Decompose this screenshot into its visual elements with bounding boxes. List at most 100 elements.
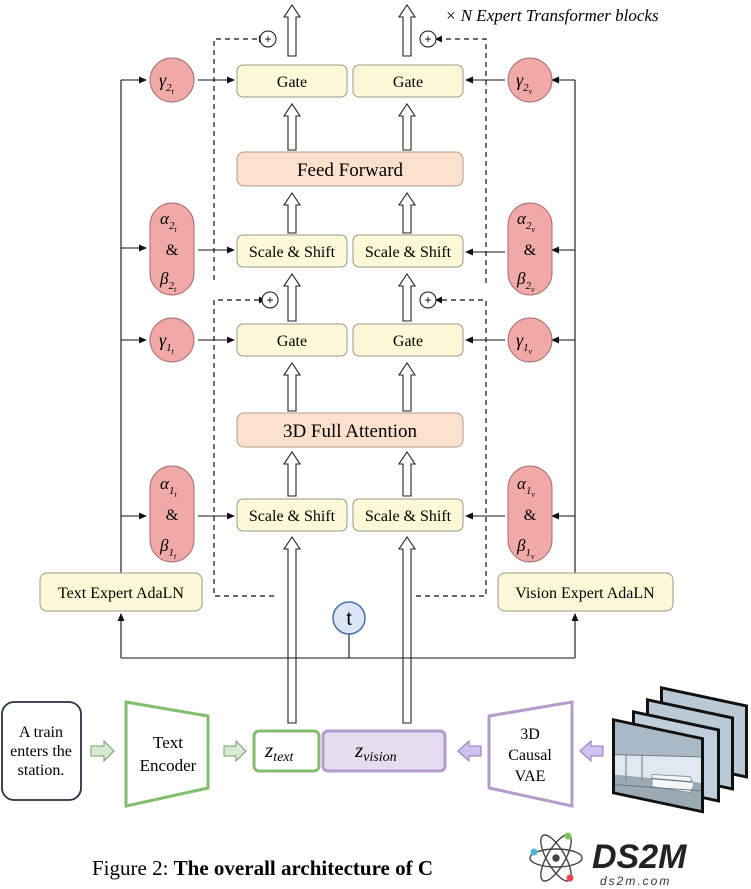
residual-add-icon: + [264, 32, 271, 46]
vae-label: Causal [508, 747, 552, 764]
gamma-2-text-node [149, 57, 195, 103]
scale-shift-text-2 [236, 234, 348, 268]
figure-caption: Figure 2: The overall architecture of C [92, 856, 433, 880]
amp-label: & [524, 242, 537, 259]
blocks-label: × N Expert Transformer blocks [445, 6, 659, 25]
watermark: DS2M ds2m.com [518, 832, 750, 889]
watermark-url: ds2m.com [600, 874, 671, 888]
alpha-2-vision-label: α2v [517, 209, 535, 234]
flow-arrow [397, 273, 417, 322]
text-encoder-label: Encoder [140, 756, 197, 775]
z-text-box [252, 729, 321, 773]
scale-shift-label: Scale & Shift [249, 244, 336, 261]
prompt-line: A train [19, 724, 63, 741]
text-adaln-label: Text Expert AdaLN [58, 585, 184, 602]
text-encoder-label: Text [153, 733, 183, 752]
residual-add-icon [419, 30, 437, 48]
gate-label: Gate [277, 333, 307, 350]
flow-arrow [397, 4, 417, 57]
residual-add-icon [419, 291, 437, 309]
gamma-1-vision-label: γ1v [516, 330, 533, 356]
gamma-1-text-label: γ1t [159, 330, 175, 356]
alpha-2-text-label: α2t [160, 209, 177, 234]
vision-adaln-label: Vision Expert AdaLN [515, 585, 655, 602]
residual-add-icon [261, 291, 279, 309]
amp-label: & [166, 507, 179, 524]
vae-label: VAE [515, 768, 546, 785]
flow-arrow [397, 451, 417, 497]
gamma-2-text-label: γ2t [159, 70, 175, 96]
vae-label: 3D [520, 726, 540, 743]
flow-arrow [397, 362, 417, 412]
gate-text-1 [236, 323, 348, 357]
alpha-beta-1-vision-node [507, 465, 553, 563]
prompt-to-encoder-arrow [90, 739, 115, 763]
attention-label: 3D Full Attention [283, 421, 418, 442]
gate-text-2 [236, 64, 348, 98]
vae-to-zvision-arrow [457, 739, 482, 763]
amp-label: & [524, 507, 537, 524]
residual-add-icon: + [424, 32, 431, 46]
watermark-logo: DS2M [592, 838, 687, 876]
prompt-line: enters the [10, 743, 72, 760]
scale-shift-vision-1 [352, 498, 464, 532]
flow-arrow [282, 451, 302, 497]
gate-vision-1 [352, 323, 464, 357]
block-boundaries [213, 38, 487, 597]
gate-vision-2 [352, 64, 464, 98]
residual-add-icon: + [266, 293, 273, 307]
gate-label: Gate [277, 74, 307, 91]
gamma-2-vision-node [507, 57, 553, 103]
scale-shift-vision-2 [352, 234, 464, 268]
ffn-right-boundary [436, 38, 487, 283]
vision-adaln-connections [465, 76, 576, 573]
vision-adaln-box [497, 572, 674, 612]
gate-label: Gate [393, 74, 423, 91]
gate-label: Gate [393, 333, 423, 350]
prompt-line: station. [18, 762, 65, 779]
text-encoder-block [124, 700, 210, 808]
beta-1-text-label: β1t [159, 536, 177, 561]
z-vision-box [321, 729, 447, 773]
beta-1-vision-label: β1v [516, 536, 535, 561]
prompt-box [1, 701, 82, 801]
scale-shift-label: Scale & Shift [365, 508, 452, 525]
alpha-beta-2-vision-node [507, 202, 553, 296]
atom-logo-icon [529, 832, 583, 882]
residual-add-icon: + [424, 293, 431, 307]
alpha-1-text-label: α1t [160, 474, 177, 499]
timestep-node [332, 601, 366, 635]
feed-forward-label: Feed Forward [297, 160, 404, 181]
alpha-beta-1-text-node [149, 465, 195, 563]
gamma-1-vision-node [507, 317, 553, 363]
flow-arrow [397, 103, 417, 151]
flow-arrow [282, 536, 302, 724]
flow-arrow [282, 192, 302, 234]
flow-arrow [282, 273, 302, 322]
video-frame-front [612, 718, 704, 814]
video-frames-stack [612, 686, 748, 814]
gamma-2-vision-label: γ2v [516, 70, 533, 96]
flow-arrow [282, 4, 302, 57]
scale-shift-text-1 [236, 498, 348, 532]
timestep-label: t [346, 609, 352, 630]
attn-left-boundary [213, 299, 274, 597]
beta-2-text-label: β2t [159, 269, 177, 294]
residual-add-icon [259, 30, 277, 48]
flow-arrow [282, 103, 302, 151]
alpha-beta-2-text-node [149, 202, 195, 296]
amp-label: & [166, 242, 179, 259]
video-to-vae-arrow [579, 739, 604, 763]
beta-2-vision-label: β2v [516, 269, 535, 294]
flow-arrow [282, 362, 302, 412]
alpha-1-vision-label: α1v [517, 474, 535, 499]
encoder-to-ztext-arrow [223, 739, 247, 763]
vae-block [487, 700, 574, 808]
flow-arrow [397, 536, 417, 724]
attn-right-boundary [416, 299, 487, 597]
ffn-left-boundary [213, 38, 265, 280]
gamma-1-text-node [149, 317, 195, 363]
scale-shift-label: Scale & Shift [365, 244, 452, 261]
attention-box [236, 412, 464, 448]
